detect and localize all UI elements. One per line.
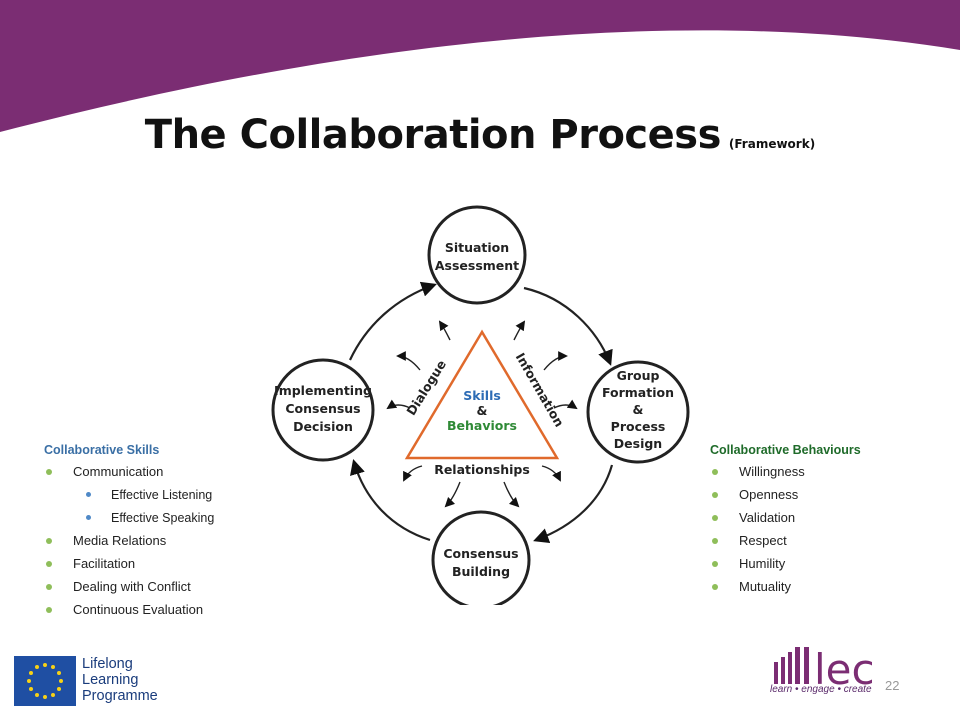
collaboration-cycle-diagram: Situation Assessment Group Formation & P…	[271, 205, 690, 605]
svg-text:Consensus: Consensus	[443, 546, 518, 561]
behaviour-item-willingness: Willingness	[710, 465, 930, 488]
svg-text:Building: Building	[452, 564, 510, 579]
skills-list: Communication Effective Listening Effect…	[44, 465, 264, 626]
skills-panel: Collaborative Skills Communication Effec…	[44, 443, 264, 626]
eu-stars	[27, 663, 63, 699]
triangle-center-ampersand: &	[477, 403, 488, 418]
inner-arrows	[386, 320, 578, 508]
svg-text:&: &	[633, 402, 644, 417]
skills-heading: Collaborative Skills	[44, 443, 160, 457]
skill-item-facilitation: Facilitation	[44, 557, 264, 580]
behaviour-item-openness: Openness	[710, 488, 930, 511]
svg-text:Design: Design	[614, 436, 662, 451]
node-situation-assessment: Situation Assessment	[427, 205, 527, 305]
triangle-label-information: Information	[513, 350, 567, 429]
svg-text:Situation: Situation	[445, 240, 509, 255]
eu-flag-icon	[14, 656, 76, 706]
svg-text:Implementing: Implementing	[274, 383, 372, 398]
node-consensus-building: Consensus Building	[431, 510, 531, 605]
triangle-center-behaviors: Behaviors	[447, 418, 517, 433]
triangle-label-relationships: Relationships	[434, 462, 530, 477]
svg-text:Decision: Decision	[293, 419, 353, 434]
skill-item-media-relations: Media Relations	[44, 534, 264, 557]
lec-tagline: learn • engage • create	[770, 684, 872, 695]
svg-text:Group: Group	[617, 368, 660, 383]
svg-text:Process: Process	[611, 419, 666, 434]
title-main: The Collaboration Process	[144, 112, 722, 158]
arc-right-bottom	[533, 464, 614, 543]
triangle-label-dialogue: Dialogue	[403, 357, 449, 418]
behaviour-item-validation: Validation	[710, 511, 930, 534]
triangle-center-skills: Skills	[463, 388, 501, 403]
header-banner	[0, 0, 960, 132]
cycle-arrows	[349, 281, 614, 543]
title-subtitle: (Framework)	[728, 137, 816, 151]
behaviour-item-respect: Respect	[710, 534, 930, 557]
skill-item-continuous-evaluation: Continuous Evaluation	[44, 603, 264, 626]
behaviours-heading: Collaborative Behaviours	[710, 443, 861, 457]
lifelong-learning-programme-logo: Lifelong Learning Programme	[82, 656, 158, 704]
page-number: 22	[885, 678, 900, 693]
arc-bottom-left	[350, 459, 431, 542]
skill-item-effective-listening: Effective Listening	[44, 488, 264, 511]
svg-text:Consensus: Consensus	[285, 401, 360, 416]
svg-text:Formation: Formation	[602, 385, 674, 400]
node-group-formation: Group Formation & Process Design	[586, 360, 690, 464]
skill-item-effective-speaking: Effective Speaking	[44, 511, 264, 534]
svg-text:lec: lec	[814, 645, 875, 694]
lec-logo-icon: lec	[774, 645, 875, 694]
behaviour-item-mutuality: Mutuality	[710, 580, 930, 603]
skills-behaviors-triangle: Dialogue Information Relationships Skill…	[403, 329, 567, 477]
node-implementing-decision: Implementing Consensus Decision	[271, 358, 375, 462]
skill-item-dealing-with-conflict: Dealing with Conflict	[44, 580, 264, 603]
behaviour-item-humility: Humility	[710, 557, 930, 580]
arc-top-right	[523, 286, 613, 366]
svg-text:Assessment: Assessment	[435, 258, 519, 273]
slide-title: The Collaboration Process (Framework)	[0, 112, 960, 158]
behaviours-panel: Collaborative Behaviours Willingness Ope…	[710, 443, 930, 603]
skill-item-communication: Communication	[44, 465, 264, 488]
arc-left-top	[349, 281, 437, 361]
behaviours-list: Willingness Openness Validation Respect …	[710, 465, 930, 603]
